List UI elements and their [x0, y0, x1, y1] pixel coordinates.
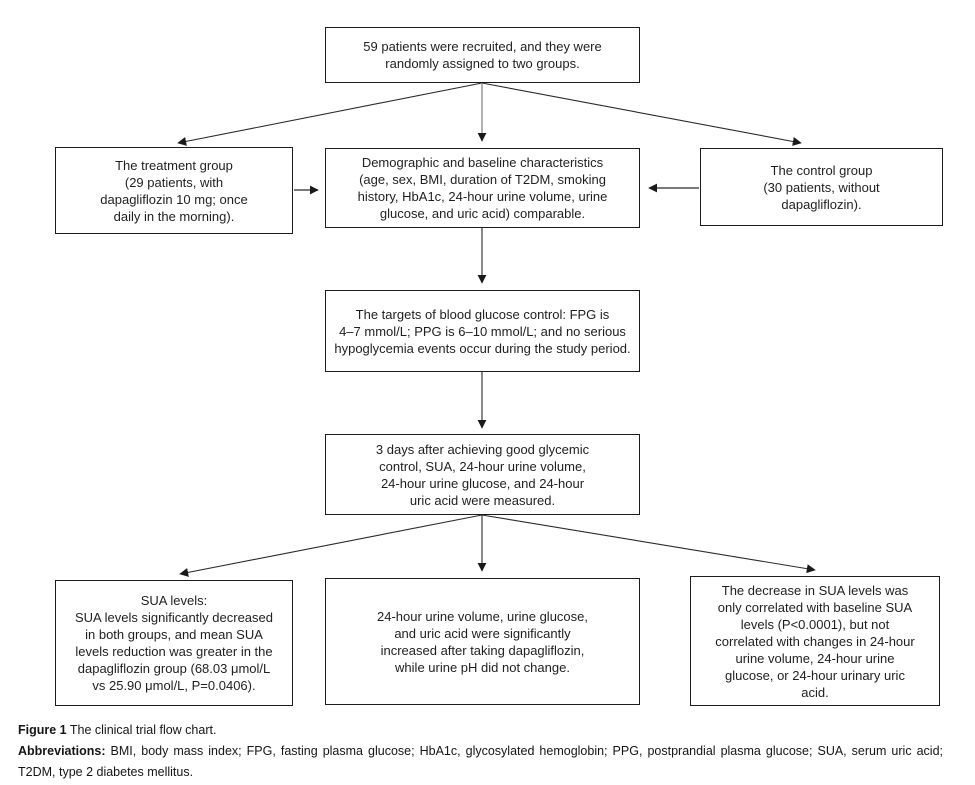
figure-label: Figure 1 — [18, 723, 67, 737]
arrow-measurement-to-correlation — [481, 514, 816, 574]
flow-box-baseline-characteristics: Demographic and baseline characteristics… — [325, 148, 640, 228]
arrow-recruitment-to-treatment — [177, 82, 483, 146]
flow-box-treatment-group: The treatment group (29 patients, with d… — [55, 147, 293, 234]
flow-box-correlation-result: The decrease in SUA levels was only corr… — [690, 576, 940, 706]
flow-box-control-group: The control group (30 patients, without … — [700, 148, 943, 226]
flow-box-glucose-targets: The targets of blood glucose control: FP… — [325, 290, 640, 372]
figure-caption-title: Figure 1 The clinical trial flow chart. — [18, 720, 943, 741]
arrow-recruitment-to-control — [481, 82, 802, 146]
flow-box-urine-result: 24-hour urine volume, urine glucose, and… — [325, 578, 640, 705]
flow-box-measurement: 3 days after achieving good glycemic con… — [325, 434, 640, 515]
flow-box-sua-result: SUA levels: SUA levels significantly dec… — [55, 580, 293, 706]
abbreviations-label: Abbreviations: — [18, 744, 106, 758]
figure-abbreviations: Abbreviations: BMI, body mass index; FPG… — [18, 741, 943, 783]
figure-caption: Figure 1 The clinical trial flow chart. … — [18, 720, 943, 783]
flow-box-recruitment: 59 patients were recruited, and they wer… — [325, 27, 640, 83]
abbreviations-text: BMI, body mass index; FPG, fasting plasm… — [18, 744, 943, 779]
arrow-measurement-to-sua — [179, 514, 483, 577]
figure-caption-text: The clinical trial flow chart. — [66, 723, 217, 737]
